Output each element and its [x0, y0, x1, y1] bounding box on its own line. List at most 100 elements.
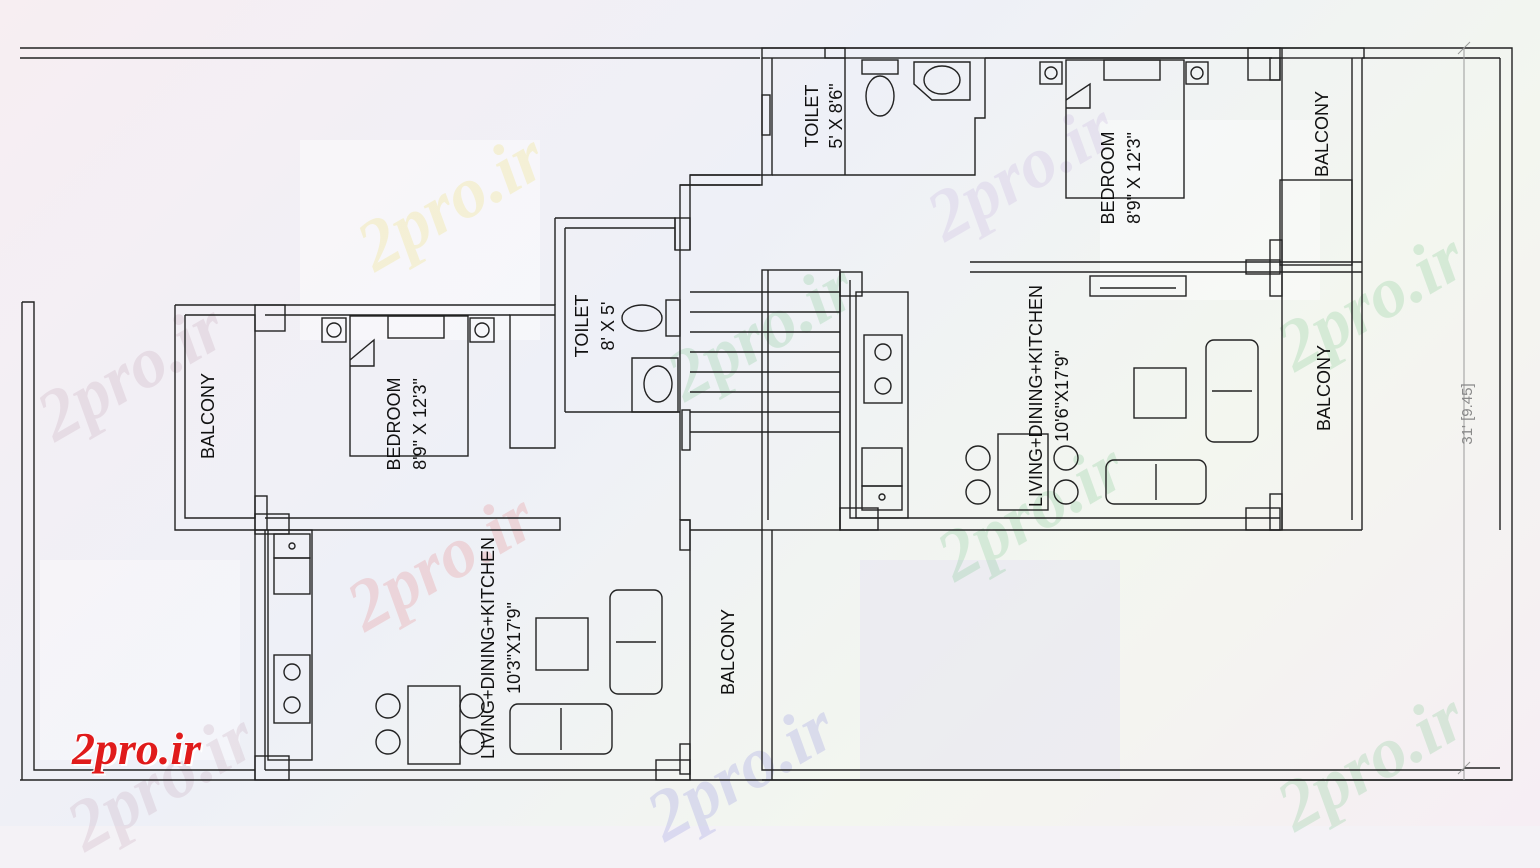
room-name-bedroom-top: BEDROOM — [1098, 131, 1118, 224]
sofa — [509, 703, 613, 755]
wall — [555, 217, 676, 250]
column — [254, 495, 268, 531]
drain — [878, 493, 886, 501]
lamp — [326, 322, 342, 338]
lamp — [1044, 66, 1058, 80]
dimension-tick — [1457, 41, 1471, 55]
sink-bowl — [273, 533, 311, 559]
lamp — [474, 322, 490, 338]
floor-plan: TOILET 5' X 8'6" BEDROOM 8'9" X 12'3" BA… — [20, 41, 1513, 781]
wall — [689, 58, 773, 250]
column — [254, 755, 290, 781]
blanket — [1065, 82, 1091, 109]
chair — [459, 729, 485, 755]
stair-well — [761, 269, 841, 531]
washbasin-counter — [913, 61, 971, 101]
lamp-table — [469, 317, 495, 343]
column — [1245, 259, 1281, 275]
sofa — [609, 589, 663, 695]
column — [254, 513, 290, 535]
room-name-toilet-top: TOILET — [802, 85, 822, 148]
chair — [965, 479, 991, 505]
dimension-tick — [1457, 761, 1471, 775]
pillow — [1103, 59, 1161, 81]
column — [254, 304, 286, 332]
room-size-toilet-mid: 8' X 5' — [598, 302, 618, 351]
wall — [679, 58, 763, 520]
toilet-tank — [665, 299, 681, 337]
column — [1247, 47, 1281, 81]
column — [1269, 57, 1281, 81]
wall — [175, 304, 556, 449]
room-name-balcony-left: BALCONY — [198, 373, 218, 459]
sofa — [1105, 459, 1207, 505]
drain — [288, 542, 296, 550]
room-size-toilet-top: 5' X 8'6" — [826, 83, 846, 148]
dining-table — [407, 685, 461, 765]
background-tile — [1100, 120, 1320, 300]
lamp — [1190, 66, 1204, 80]
lamp-table — [321, 317, 347, 343]
burner — [283, 663, 301, 681]
room-name-living-left: LIVING+DINING+KITCHEN — [478, 537, 498, 759]
wall — [824, 47, 846, 59]
column — [1269, 239, 1283, 297]
toilet-tank — [861, 59, 899, 75]
chair — [375, 693, 401, 719]
site-logo: 2pro.ir — [72, 723, 202, 774]
dining-table — [997, 433, 1049, 511]
room-name-balcony-mid-right: BALCONY — [1314, 345, 1334, 431]
wall — [174, 305, 561, 531]
column — [1245, 507, 1281, 531]
chair — [375, 729, 401, 755]
sink-bowl — [861, 485, 903, 511]
column — [679, 519, 691, 551]
coffee-table — [1133, 367, 1187, 419]
bed — [349, 315, 469, 457]
wall — [680, 519, 691, 780]
column — [674, 217, 691, 251]
burner — [283, 696, 301, 714]
sofa — [1205, 339, 1259, 443]
sink — [273, 557, 311, 595]
sink — [861, 447, 903, 487]
background-tile — [300, 140, 540, 340]
column — [1269, 493, 1283, 531]
room-size-living-left: 10'3"X17'9" — [504, 602, 524, 694]
room-size-bedroom-left: 8'9" X 12'3" — [410, 378, 430, 470]
wall — [761, 47, 1365, 59]
room-name-balcony-top-right: BALCONY — [1312, 91, 1332, 177]
door — [761, 94, 771, 136]
room-name-living-right: LIVING+DINING+KITCHEN — [1026, 285, 1046, 507]
toilet-bowl — [621, 304, 663, 332]
wall — [22, 301, 255, 771]
room-name-toilet-mid: TOILET — [572, 295, 592, 358]
door — [681, 409, 691, 451]
site-boundary — [20, 47, 1513, 781]
wall — [849, 280, 1280, 519]
balcony-box — [184, 314, 256, 519]
room-size-bedroom-top: 8'9" X 12'3" — [1124, 132, 1144, 224]
background-tile — [860, 560, 1120, 780]
washbasin — [923, 65, 961, 95]
chair — [459, 693, 485, 719]
lamp-table — [1039, 61, 1063, 85]
burner — [874, 343, 892, 361]
washbasin-counter — [631, 357, 679, 413]
background-tile — [40, 560, 240, 760]
wall — [772, 58, 986, 176]
pillow — [387, 315, 445, 339]
tv-unit — [1089, 275, 1187, 297]
chair — [965, 445, 991, 471]
column — [839, 507, 879, 531]
burner — [874, 377, 892, 395]
lamp-table — [1185, 61, 1209, 85]
kitchen-counter — [855, 291, 909, 519]
stove — [273, 654, 311, 724]
blanket — [349, 338, 375, 367]
background — [0, 0, 1540, 826]
washbasin — [643, 365, 673, 403]
wall — [839, 272, 1362, 531]
room-name-balcony-bottom: BALCONY — [718, 609, 738, 695]
